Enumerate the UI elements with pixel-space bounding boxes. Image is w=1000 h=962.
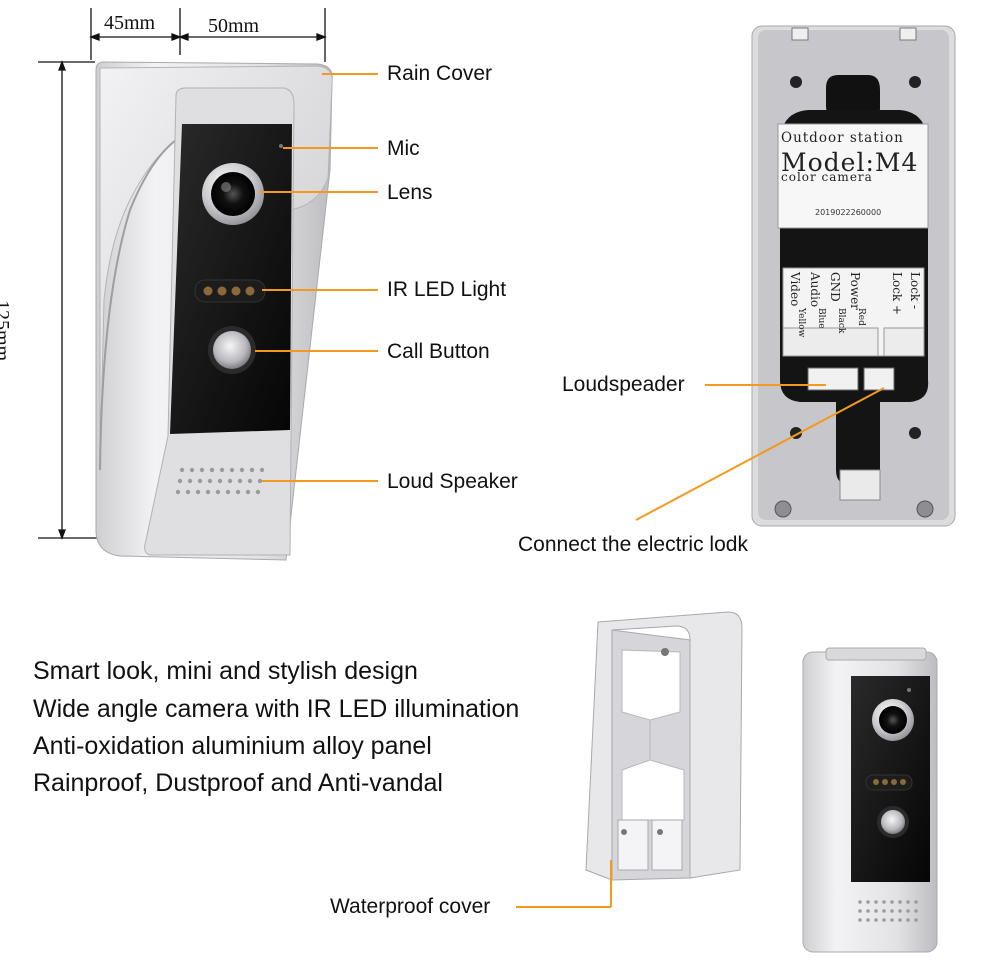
doorbell-front-device-small xyxy=(802,647,938,953)
width-left-dimension: 45mm xyxy=(104,12,156,34)
doorbell-back-device xyxy=(751,25,956,527)
callout-lines xyxy=(255,73,885,908)
sticker-line-outdoor: Outdoor station xyxy=(781,130,904,146)
sticker-line-model: Model:M4 xyxy=(781,148,919,177)
doorbell-front-device xyxy=(95,61,333,561)
feature-item: Wide angle camera with IR LED illuminati… xyxy=(33,695,520,723)
loudspeaker-connector-label: Loudspeader xyxy=(562,373,685,396)
sticker-line-camera: color camera xyxy=(781,170,873,184)
height-dimension: 125mm xyxy=(0,300,13,362)
lens-label: Lens xyxy=(387,181,433,204)
dimension-lines xyxy=(38,8,327,540)
width-right-dimension: 50mm xyxy=(208,15,260,37)
feature-item: Smart look, mini and stylish design xyxy=(33,657,418,685)
rain-cover-label: Rain Cover xyxy=(387,62,493,85)
waterproof-cover-label: Waterproof cover xyxy=(330,895,491,918)
waterproof-cover-image xyxy=(585,611,743,881)
feature-item: Rainproof, Dustproof and Anti-vandal xyxy=(33,769,443,797)
model-sticker: Outdoor station Model:M4 color camera 20… xyxy=(781,128,925,228)
call-button-label: Call Button xyxy=(387,340,490,363)
electric-lock-label: Connect the electric lodk xyxy=(518,533,748,556)
feature-item: Anti-oxidation aluminium alloy panel xyxy=(33,732,432,760)
ir-led-label: IR LED Light xyxy=(387,278,507,301)
sticker-serial: 2019022260000 xyxy=(815,208,882,217)
loud-speaker-label: Loud Speaker xyxy=(387,470,518,493)
terminal-labels: Video Audio GND Power Lock + Lock - Yell… xyxy=(788,272,922,338)
mic-label: Mic xyxy=(387,137,420,160)
